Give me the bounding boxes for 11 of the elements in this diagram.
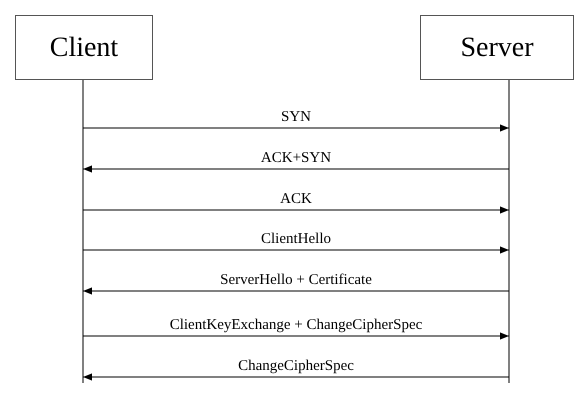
edge-label: ChangeCipherSpec (236, 358, 356, 374)
message-arrow (82, 246, 510, 254)
participant-box: Server (420, 15, 574, 80)
message-arrow (82, 165, 510, 173)
message-arrow (82, 124, 510, 132)
message-arrow (82, 332, 510, 340)
message-arrow (82, 287, 510, 295)
edge-label: ClientKeyExchange + ChangeCipherSpec (168, 317, 424, 333)
message-arrow (82, 373, 510, 381)
message-arrow (82, 206, 510, 214)
participant-box: Client (15, 15, 153, 80)
